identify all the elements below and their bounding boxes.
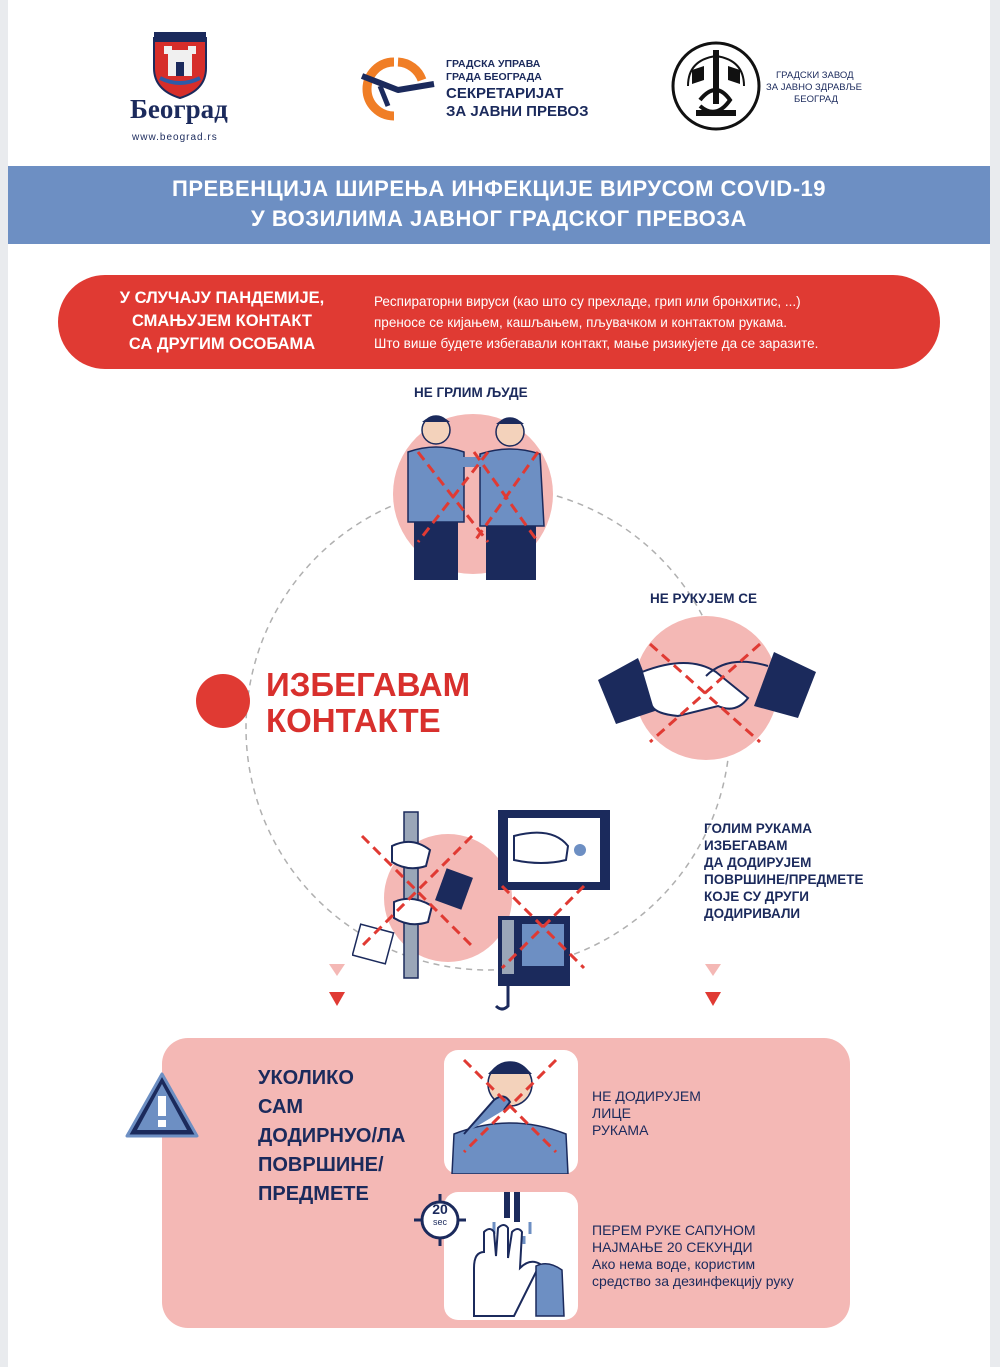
no-handshake-label: НЕ РУКУЈЕМ СЕ — [650, 591, 757, 606]
pandemic-desc-line2: преносе се кијањем, кашљањем, пљувачком … — [374, 315, 788, 330]
pandemic-headline-line3: СА ДРУГИМ ОСОБАМА — [128, 335, 316, 353]
pandemic-desc-line1: Респираторни вируси (као што су прехладе… — [374, 294, 801, 309]
timer-unit: sec — [432, 1217, 447, 1227]
health-org-line1: ГРАДСКИ ЗАВОД — [776, 70, 854, 81]
avoid-contacts-red-dot — [196, 674, 250, 728]
handwash-illustration-icon — [473, 1192, 565, 1317]
title-banner: ПРЕВЕНЦИЈА ШИРЕЊА ИНФЕКЦИЈЕ ВИРУСОМ COVI… — [8, 166, 990, 244]
handwash-line2: НАЈМАЊЕ 20 СЕКУНДИ — [592, 1239, 753, 1255]
no-face-touch-illustration-icon — [451, 1058, 569, 1174]
warning-triangle-icon — [125, 1072, 199, 1138]
public-health-institute-logo-icon — [671, 41, 761, 131]
handwash-line1: ПЕРЕМ РУКЕ САПУНОМ — [592, 1222, 756, 1238]
timer-number: 20 — [432, 1201, 448, 1217]
public-transport-logo-icon — [360, 57, 435, 121]
timer-20-seconds-icon — [414, 1194, 466, 1246]
arrow-down-left-icon — [329, 964, 345, 1006]
surfaces-label-line4: ПОВРШИНЕ/ПРЕДМЕТЕ — [704, 872, 864, 887]
no-face-touch-line1: НЕ ДОДИРУЈЕМ — [592, 1088, 701, 1104]
pandemic-description: Респираторни вируси (као што су прехладе… — [374, 291, 934, 354]
pandemic-headline-line1: У СЛУЧАЈУ ПАНДЕМИЈЕ, — [119, 289, 325, 307]
arrow-down-right-icon — [705, 964, 721, 1006]
surfaces-label-line5: КОЈЕ СУ ДРУГИ — [704, 889, 809, 904]
if-touched-line5: ПРЕДМЕТЕ — [258, 1183, 369, 1205]
banner-title-line2: У ВОЗИЛИМА ЈАВНОГ ГРАДСКОГ ПРЕВОЗА — [251, 206, 747, 231]
no-face-touch-line3: РУКАМА — [592, 1122, 649, 1138]
no-face-touch-line2: ЛИЦЕ — [592, 1105, 631, 1121]
banner-title-line1: ПРЕВЕНЦИЈА ШИРЕЊА ИНФЕКЦИЈЕ ВИРУСОМ COVI… — [172, 176, 826, 201]
if-touched-line1: УКОЛИКО — [258, 1067, 354, 1089]
pandemic-desc-line3: Што више будете избегавали контакт, мање… — [374, 336, 819, 351]
transport-org-line3: СЕКРЕТАРИЈАТ — [446, 85, 564, 102]
no-hugs-illustration-icon — [393, 414, 553, 580]
belgrade-logo-text: Београд — [130, 94, 228, 124]
if-touched-line3: ДОДИРНУО/ЛА — [258, 1125, 406, 1147]
handwash-line4: средство за дезинфекцију руку — [592, 1273, 794, 1289]
pandemic-headline: У СЛУЧАЈУ ПАНДЕМИЈЕ, СМАЊУЈЕМ КОНТАКТ СА… — [102, 287, 342, 356]
no-touching-surfaces-illustration-icon — [352, 810, 610, 1011]
no-hugs-label: НЕ ГРЛИМ ЉУДЕ — [414, 385, 528, 400]
belgrade-coat-of-arms-icon — [153, 32, 207, 100]
avoid-contacts-title-line2: КОНТАКТЕ — [266, 702, 441, 739]
surfaces-label-line6: ДОДИРИВАЛИ — [704, 906, 801, 921]
if-touched-line2: САМ — [258, 1096, 304, 1118]
surfaces-label-line1: ГОЛИМ РУКАМА — [704, 821, 813, 836]
pandemic-headline-line2: СМАЊУЈЕМ КОНТАКТ — [131, 312, 312, 330]
transport-org-line4: ЗА ЈАВНИ ПРЕВОЗ — [446, 103, 589, 120]
surfaces-label-line2: ИЗБЕГАВАМ — [704, 838, 788, 853]
if-touched-line4: ПОВРШИНЕ/ — [258, 1154, 384, 1176]
avoid-contacts-title-line1: ИЗБЕГАВАМ — [266, 666, 471, 703]
belgrade-url: www.beograd.rs — [132, 132, 218, 143]
surfaces-label-line3: ДА ДОДИРУЈЕМ — [704, 855, 812, 870]
transport-org-line1: ГРАДСКА УПРАВА — [446, 58, 541, 70]
health-org-line2: ЗА ЈАВНО ЗДРАВЉЕ — [766, 82, 862, 93]
no-handshake-illustration-icon — [598, 616, 816, 760]
health-org-line3: БЕОГРАД — [794, 94, 838, 105]
handwash-line3: Ако нема воде, користим — [592, 1256, 756, 1272]
if-touched-heading: УКОЛИКО САМ ДОДИРНУО/ЛА ПОВРШИНЕ/ ПРЕДМЕ… — [258, 1064, 405, 1209]
pandemic-info-pill: У СЛУЧАЈУ ПАНДЕМИЈЕ, СМАЊУЈЕМ КОНТАКТ СА… — [58, 275, 940, 369]
transport-org-line2: ГРАДА БЕОГРАДА — [446, 71, 542, 83]
